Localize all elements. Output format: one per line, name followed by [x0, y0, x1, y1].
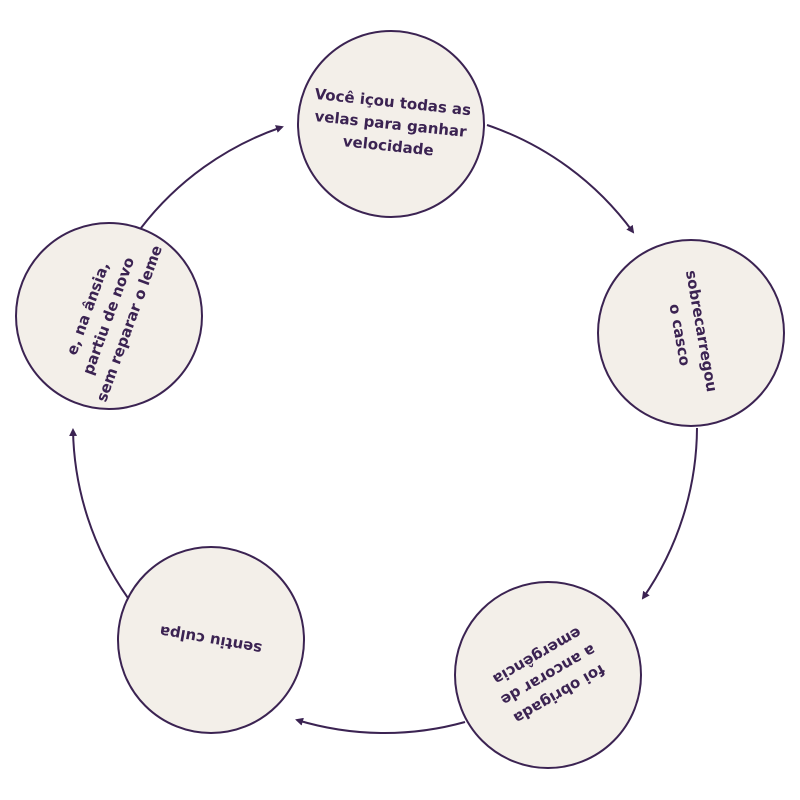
- arrow-2-to-3: [641, 427, 698, 600]
- node-2-label: sobrecarregou o casco: [659, 268, 724, 397]
- node-4-label: sentiu culpa: [158, 620, 264, 660]
- label-line: sentiu culpa: [158, 622, 264, 658]
- cycle-node-4: sentiu culpa: [117, 546, 305, 734]
- node-1-label: Você içou todas as velas para ganhar vel…: [309, 83, 472, 165]
- cycle-node-1: Você içou todas as velas para ganhar vel…: [297, 30, 485, 218]
- arrow-5-to-1: [140, 125, 284, 229]
- cycle-node-5: e, na ânsia, partiu de novo sem reparar …: [15, 222, 203, 410]
- node-5-label: e, na ânsia, partiu de novo sem reparar …: [50, 227, 169, 405]
- arrow-1-to-2: [486, 124, 635, 234]
- node-3-label: foi obrigada a ancorar de emergência: [485, 620, 610, 730]
- cycle-node-3: foi obrigada a ancorar de emergência: [454, 581, 642, 769]
- arrow-3-to-4: [295, 717, 466, 735]
- arrow-4-to-5: [69, 428, 129, 599]
- cycle-node-2: sobrecarregou o casco: [597, 239, 785, 427]
